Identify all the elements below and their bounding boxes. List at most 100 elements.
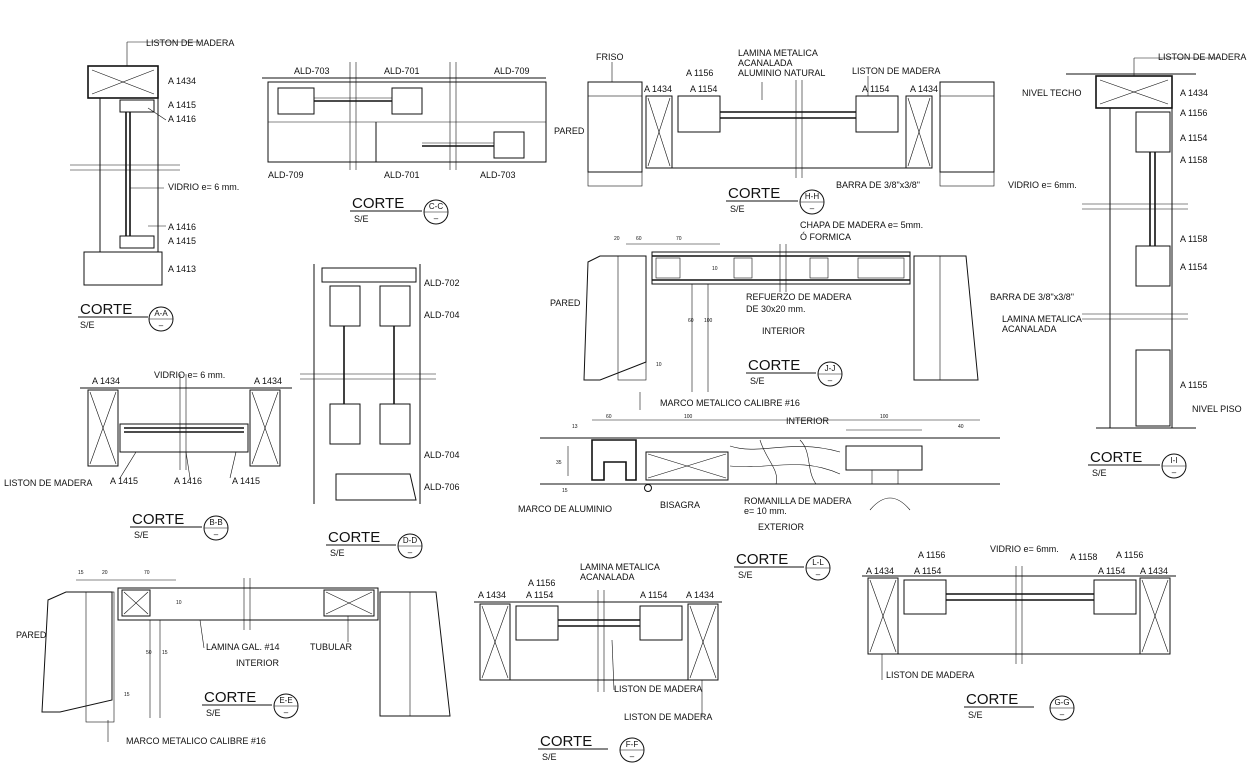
section-sub-g: –	[1060, 710, 1065, 719]
section-title-g: CORTE	[966, 691, 1018, 708]
label-lamina-i-2: ACANALADA	[1002, 324, 1057, 334]
label-lamina-h-2: ACANALADA	[738, 58, 793, 68]
section-scale-e: S/E	[206, 708, 221, 718]
label-a1434-b-left: A 1434	[92, 376, 120, 386]
label-liston-b: LISTON DE MADERA	[4, 478, 92, 488]
label-pared-e: PARED	[16, 630, 47, 640]
label-a1154-i-bottom: A 1154	[1180, 262, 1207, 272]
section-sub-f: –	[630, 752, 635, 761]
section-scale-f: S/E	[542, 752, 557, 762]
label-a1155-i: A 1155	[1180, 380, 1207, 390]
section-e-e: 15 20 70 10 50 15 15 PARED LAMINA GAL. #…	[16, 570, 451, 746]
section-f-f: LAMINA METALICA ACANALADA A 1156 A 1434 …	[474, 562, 722, 763]
section-title-h: CORTE	[728, 185, 780, 202]
dim-e-5: 50	[146, 650, 152, 656]
dim-j-1: 20	[614, 236, 620, 242]
label-a1415-b-left: A 1415	[110, 476, 138, 486]
section-title-e: CORTE	[204, 689, 256, 706]
section-title-j: CORTE	[748, 357, 800, 374]
section-tag-b: B-B	[209, 518, 222, 527]
label-a1154-f-right: A 1154	[640, 590, 667, 600]
section-a-a: LISTON DE MADERA A 1434 A 1415 A 1416 VI…	[70, 38, 239, 332]
label-ald702: ALD-702	[424, 278, 460, 288]
label-lamina-i-1: LAMINA METALICA	[1002, 314, 1082, 324]
label-lamina-f-1: LAMINA METALICA	[580, 562, 660, 572]
label-interior-e: INTERIOR	[236, 658, 280, 668]
section-scale-a: S/E	[80, 320, 95, 330]
section-title-d: CORTE	[328, 529, 380, 546]
label-barra-i: BARRA DE 3/8"x3/8"	[990, 292, 1074, 302]
label-a1154-h-right: A 1154	[862, 84, 889, 94]
label-refuerzo-2: DE 30x20 mm.	[746, 304, 806, 314]
label-ald704-top: ALD-704	[424, 310, 460, 320]
dim-l-5: 40	[958, 424, 964, 430]
label-lamina-h-1: LAMINA METALICA	[738, 48, 818, 58]
section-title-a: CORTE	[80, 301, 132, 318]
label-a1415-b-right: A 1415	[232, 476, 260, 486]
label-marco-j: MARCO METALICO CALIBRE #16	[660, 398, 800, 408]
section-sub-c: –	[434, 214, 439, 223]
label-chapa: CHAPA DE MADERA e= 5mm.	[800, 220, 923, 230]
label-romanilla-2: e= 10 mm.	[744, 506, 787, 516]
label-a1154-f-left: A 1154	[526, 590, 553, 600]
section-i-i: LISTON DE MADERA NIVEL TECHO A 1434 A 11…	[990, 52, 1246, 479]
section-tag-c: C-C	[429, 202, 443, 211]
dim-j-7: 10	[656, 362, 662, 368]
label-a1156-f: A 1156	[528, 578, 555, 588]
label-a1158-i-bottom: A 1158	[1180, 234, 1207, 244]
label-ald701-c-top: ALD-701	[384, 66, 420, 76]
label-lamina-gal: LAMINA GAL. #14	[206, 642, 280, 652]
section-tag-f: F-F	[626, 740, 639, 749]
label-ald701-c-bottom: ALD-701	[384, 170, 420, 180]
dim-l-1: 13	[572, 424, 578, 430]
section-tag-e: E-E	[279, 696, 292, 705]
dim-j-3: 70	[676, 236, 682, 242]
dim-j-5: 60	[688, 318, 694, 324]
section-scale-b: S/E	[134, 530, 149, 540]
label-nivel-piso: NIVEL PISO	[1192, 404, 1242, 414]
section-tag-d: D-D	[403, 536, 417, 545]
label-a1416-a-bottom: A 1416	[168, 222, 196, 232]
section-tag-l: L-L	[812, 558, 824, 567]
section-d-d: ALD-702 ALD-704 ALD-704 ALD-706 CORTE S/…	[300, 264, 460, 559]
label-a1154-g-right: A 1154	[1098, 566, 1125, 576]
label-a1156-g-left: A 1156	[918, 550, 945, 560]
dim-e-6: 15	[162, 650, 168, 656]
label-bisagra: BISAGRA	[660, 500, 700, 510]
section-sub-j: –	[828, 376, 833, 385]
section-j-j: 20 60 70 10 60 100 10 CHAPA DE MADERA e=…	[550, 220, 979, 410]
section-sub-e: –	[284, 708, 289, 717]
label-ald709-c-bottom: ALD-709	[268, 170, 304, 180]
section-sub-h: –	[810, 204, 815, 213]
dim-l-6: 35	[556, 460, 562, 466]
label-vidrio-g: VIDRIO e= 6mm.	[990, 544, 1059, 554]
label-vidrio-a: VIDRIO e= 6 mm.	[168, 182, 239, 192]
label-a1416-b: A 1416	[174, 476, 202, 486]
label-tubular: TUBULAR	[310, 642, 353, 652]
label-a1434-f-right: A 1434	[686, 590, 714, 600]
section-scale-l: S/E	[738, 570, 753, 580]
dim-e-3: 70	[144, 570, 150, 576]
label-a1156-i: A 1156	[1180, 108, 1207, 118]
label-a1158-g: A 1158	[1070, 552, 1097, 562]
section-tag-g: G-G	[1054, 698, 1069, 707]
label-a1434-h-left: A 1434	[644, 84, 672, 94]
label-a1156-g-right: A 1156	[1116, 550, 1143, 560]
dim-l-4: 100	[880, 414, 889, 420]
dim-j-6: 100	[704, 318, 713, 324]
section-title-c: CORTE	[352, 195, 404, 212]
label-liston-f-2: LISTON DE MADERA	[624, 712, 712, 722]
label-a1434-a: A 1434	[168, 76, 196, 86]
label-a1415-a-bottom: A 1415	[168, 236, 196, 246]
section-sub-b: –	[214, 530, 219, 539]
section-tag-h: H-H	[805, 192, 819, 201]
section-title-f: CORTE	[540, 733, 592, 750]
section-sub-l: –	[816, 570, 821, 579]
label-a1434-b-right: A 1434	[254, 376, 282, 386]
dim-e-2: 20	[102, 570, 108, 576]
section-scale-i: S/E	[1092, 468, 1107, 478]
section-title-i: CORTE	[1090, 449, 1142, 466]
section-scale-d: S/E	[330, 548, 345, 558]
label-ald709-c-top: ALD-709	[494, 66, 530, 76]
